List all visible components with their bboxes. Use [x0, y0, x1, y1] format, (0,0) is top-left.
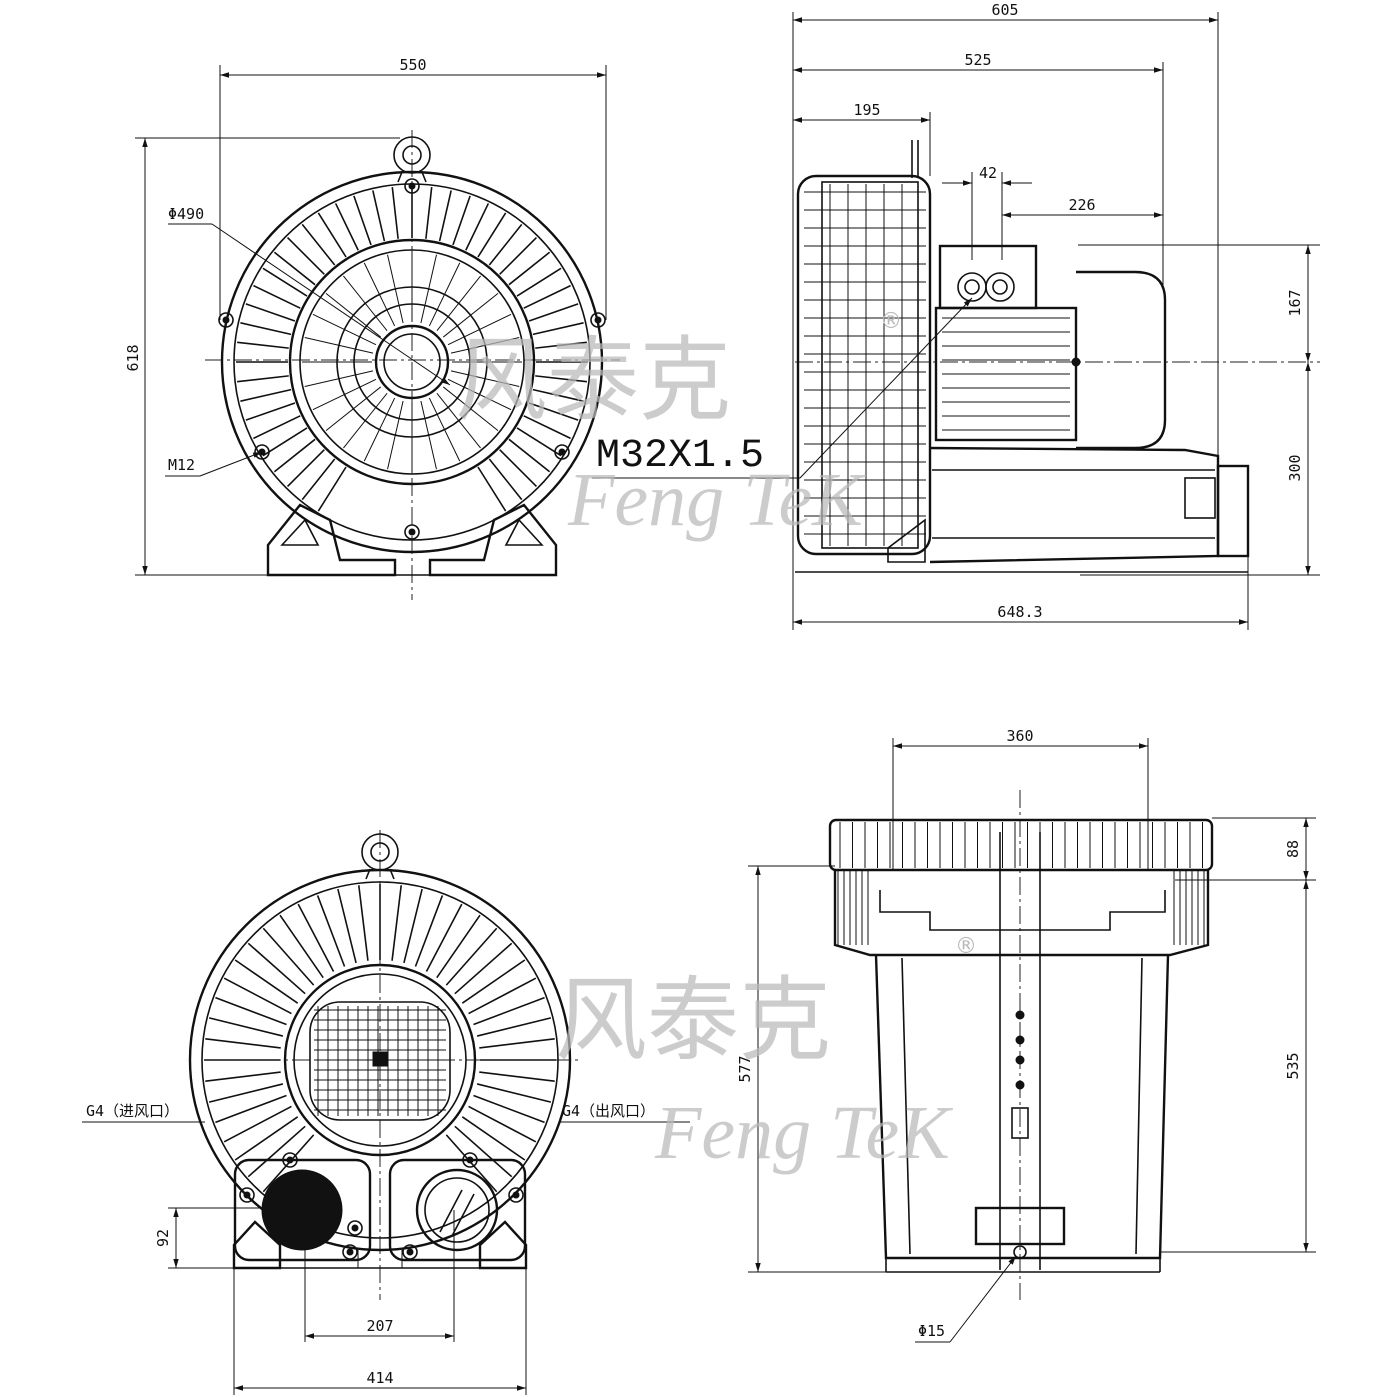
- dim-bottom-360: 360: [1006, 727, 1033, 745]
- dim-side-525: 525: [964, 51, 991, 69]
- watermark-en: Feng TeK: [567, 458, 866, 542]
- watermark-reg: ®: [955, 934, 977, 959]
- side-view: 605 525 195 42 226 167 300 648.3 M32X1.5: [592, 1, 1320, 630]
- dim-side-total: 605: [991, 1, 1018, 19]
- watermark-en: Feng TeK: [654, 1091, 953, 1175]
- dim-side-42: 42: [979, 164, 997, 182]
- watermark-bottom: 风泰克 Feng TeK ®: [555, 934, 977, 1175]
- rear-view: G4（进风口） G4（出风口） 92 207 414: [82, 830, 690, 1395]
- front-view: 550 618 Φ490 M12: [124, 56, 620, 600]
- dim-front-height: 618: [124, 344, 142, 371]
- dim-side-300: 300: [1286, 454, 1304, 481]
- dim-side-226: 226: [1068, 196, 1095, 214]
- dim-rear-92: 92: [154, 1229, 172, 1247]
- label-front-bolt: M12: [168, 456, 195, 474]
- dim-front-width: 550: [399, 56, 426, 74]
- dim-rear-414: 414: [366, 1369, 393, 1387]
- dim-bottom-hole: Φ15: [918, 1322, 945, 1340]
- dim-rear-207: 207: [366, 1317, 393, 1335]
- dim-bottom-577: 577: [736, 1055, 754, 1082]
- dim-bottom-88: 88: [1284, 840, 1302, 858]
- bottom-view: 360 88 535 577 Φ15: [736, 727, 1316, 1343]
- dim-side-195: 195: [853, 101, 880, 119]
- dim-side-167: 167: [1286, 289, 1304, 316]
- dim-bottom-535: 535: [1284, 1052, 1302, 1079]
- cable-gland-icon: [957, 272, 1015, 302]
- watermark-cn: 风泰克: [455, 327, 731, 434]
- label-outlet: G4（出风口）: [562, 1102, 655, 1120]
- watermark-reg: ®: [880, 309, 902, 334]
- dim-side-base: 648.3: [997, 603, 1042, 621]
- label-inlet: G4（进风口）: [86, 1102, 179, 1120]
- label-side-thread: M32X1.5: [596, 434, 764, 479]
- watermark-top: 风泰克 Feng TeK ®: [455, 309, 902, 542]
- dim-front-diameter: Φ490: [168, 205, 204, 223]
- watermark-cn: 风泰克: [555, 967, 831, 1074]
